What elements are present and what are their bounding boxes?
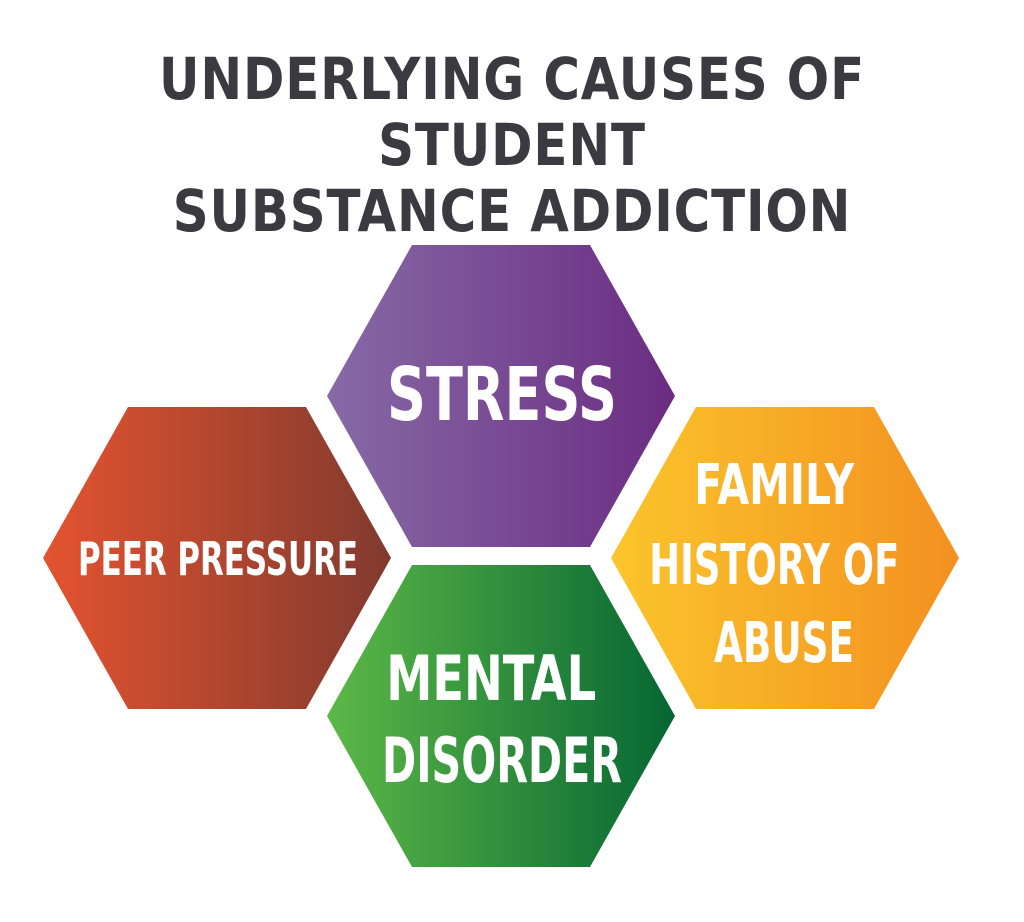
hexagon-mental-disorder: MENTAL DISORDER bbox=[327, 565, 675, 867]
title-line-1: UNDERLYING CAUSES OF STUDENT bbox=[158, 45, 866, 179]
hexagon-family-history-label-line-2: HISTORY OF bbox=[649, 533, 899, 598]
hexagon-family-history-shape bbox=[611, 407, 959, 709]
hexagon-stress-label-line-1: STRESS bbox=[387, 352, 617, 438]
hexagon-stress: STRESS bbox=[327, 245, 675, 547]
page-title: UNDERLYING CAUSES OF STUDENT SUBSTANCE A… bbox=[72, 46, 953, 244]
hexagon-mental-disorder-label: MENTAL DISORDER bbox=[382, 642, 622, 797]
hexagon-peer-pressure: PEER PRESSURE bbox=[43, 407, 391, 709]
hexagon-peer-pressure-shape bbox=[43, 407, 391, 709]
title-line-2: SUBSTANCE ADDICTION bbox=[172, 177, 852, 245]
hexagon-family-history-label: FAMILY HISTORY OF ABUSE bbox=[649, 453, 919, 676]
hexagon-mental-disorder-shape bbox=[327, 565, 675, 867]
hexagon-family-history: FAMILY HISTORY OF ABUSE bbox=[611, 407, 959, 709]
hexagon-family-history-label-line-1: FAMILY bbox=[694, 453, 855, 518]
hexagon-stress-shape bbox=[327, 245, 675, 547]
hexagon-mental-disorder-label-line-2: DISORDER bbox=[382, 724, 622, 797]
hexagon-peer-pressure-label-line-1: PEER PRESSURE bbox=[78, 532, 358, 586]
hexagon-family-history-label-line-3: ABUSE bbox=[714, 611, 854, 676]
hexagon-peer-pressure-label: PEER PRESSURE bbox=[78, 532, 358, 586]
hexagon-mental-disorder-label-line-1: MENTAL bbox=[386, 642, 596, 715]
hexagon-stress-label: STRESS bbox=[387, 352, 617, 438]
